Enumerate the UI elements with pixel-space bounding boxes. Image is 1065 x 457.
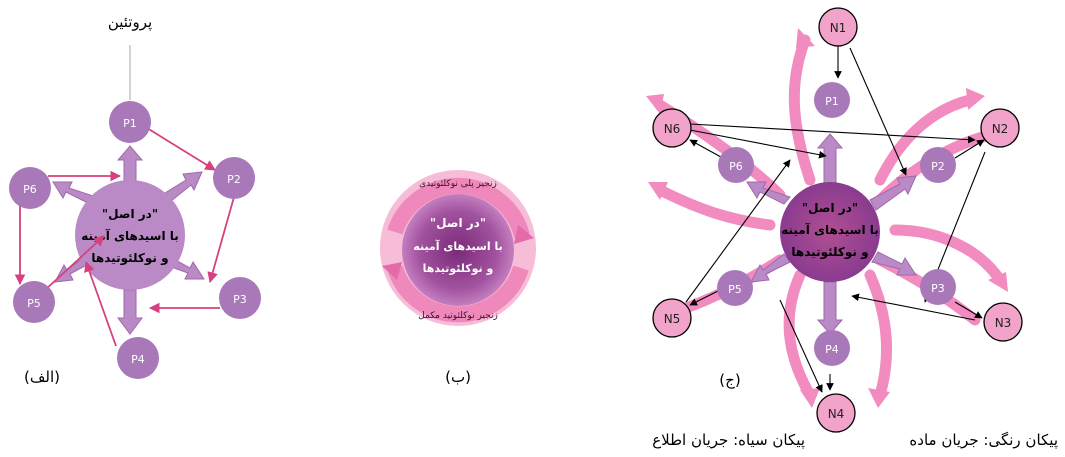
caption-c: (ج) bbox=[719, 371, 740, 390]
panel-a: پروتئین "در اصل" با اسیدهای آمینه و نوکل… bbox=[9, 13, 261, 386]
node-c-n4: N4 bbox=[828, 407, 845, 421]
legend-colored-arrow: پیکان رنگی: جریان ماده bbox=[909, 431, 1058, 450]
center-to-p-arrows-c bbox=[746, 133, 917, 335]
node-c-p4: P4 bbox=[825, 343, 839, 356]
node-c-p6: P6 bbox=[729, 160, 743, 173]
caption-a: (الف) bbox=[24, 368, 60, 386]
center-text-b-3: و نوکلئوتیدها bbox=[423, 262, 494, 275]
node-c-n1: N1 bbox=[830, 21, 847, 35]
n-nodes-c: N1 N2 N3 N4 N5 N6 bbox=[652, 7, 1023, 433]
node-a-p4: P4 bbox=[131, 353, 145, 366]
node-c-n3: N3 bbox=[995, 316, 1012, 330]
center-text-c-2: با اسیدهای آمینه bbox=[781, 222, 879, 237]
cycle-arrows-a bbox=[14, 127, 235, 347]
node-a-p2: P2 bbox=[227, 173, 241, 186]
center-text-a-1: "در اصل" bbox=[102, 207, 158, 221]
ring-label-top: زنجیر پلی نوکلئوتیدی bbox=[419, 179, 497, 189]
node-c-p5: P5 bbox=[728, 283, 742, 296]
center-text-c-3: و نوکلئوتیدها bbox=[791, 245, 868, 260]
center-text-c-1: "در اصل" bbox=[802, 201, 858, 215]
node-c-p2: P2 bbox=[931, 160, 945, 173]
p-nodes-a: P1 P2 P3 P4 P5 P6 bbox=[9, 101, 261, 379]
legend-black-arrow: پیکان سیاه: جریان اطلاع bbox=[652, 431, 805, 450]
center-text-a-3: و نوکلئوتیدها bbox=[91, 251, 168, 266]
protein-label: پروتئین bbox=[108, 13, 152, 32]
center-circle-c bbox=[780, 182, 880, 282]
center-circle-b bbox=[402, 194, 514, 306]
node-a-p5: P5 bbox=[27, 297, 41, 310]
ring-bottom-strand bbox=[387, 265, 529, 323]
panel-b: "در اصل" با اسیدهای آمینه و نوکلئوتیدها … bbox=[380, 170, 536, 386]
material-flow-arrows-a bbox=[52, 145, 205, 335]
ring-arrow-bottom bbox=[382, 262, 402, 280]
node-c-n5: N5 bbox=[664, 312, 681, 326]
center-text-b-2: با اسیدهای آمینه bbox=[413, 239, 502, 253]
caption-b: (ب) bbox=[445, 368, 471, 386]
node-a-p1: P1 bbox=[123, 117, 137, 130]
legend: پیکان رنگی: جریان ماده پیکان سیاه: جریان… bbox=[652, 431, 1058, 450]
center-text-a-2: با اسیدهای آمینه bbox=[81, 228, 179, 243]
ring-arrow-top bbox=[514, 225, 534, 244]
node-a-p6: P6 bbox=[23, 183, 37, 196]
ring-label-bottom: زنجیر نوکلئوتید مکمل bbox=[418, 311, 498, 321]
node-c-p1: P1 bbox=[825, 95, 839, 108]
node-a-p3: P3 bbox=[233, 293, 247, 306]
node-c-p3: P3 bbox=[931, 282, 945, 295]
center-text-b-1: "در اصل" bbox=[430, 216, 486, 230]
ring-top-strand bbox=[387, 177, 530, 239]
node-c-n6: N6 bbox=[664, 122, 681, 136]
node-c-n2: N2 bbox=[992, 122, 1009, 136]
p-nodes-c: P1 P2 P3 P4 P5 P6 bbox=[717, 82, 956, 366]
center-circle-a bbox=[75, 180, 185, 290]
material-flow-heads-c bbox=[646, 28, 1008, 408]
panel-c: "در اصل" با اسیدهای آمینه و نوکلئوتیدها … bbox=[646, 7, 1023, 433]
